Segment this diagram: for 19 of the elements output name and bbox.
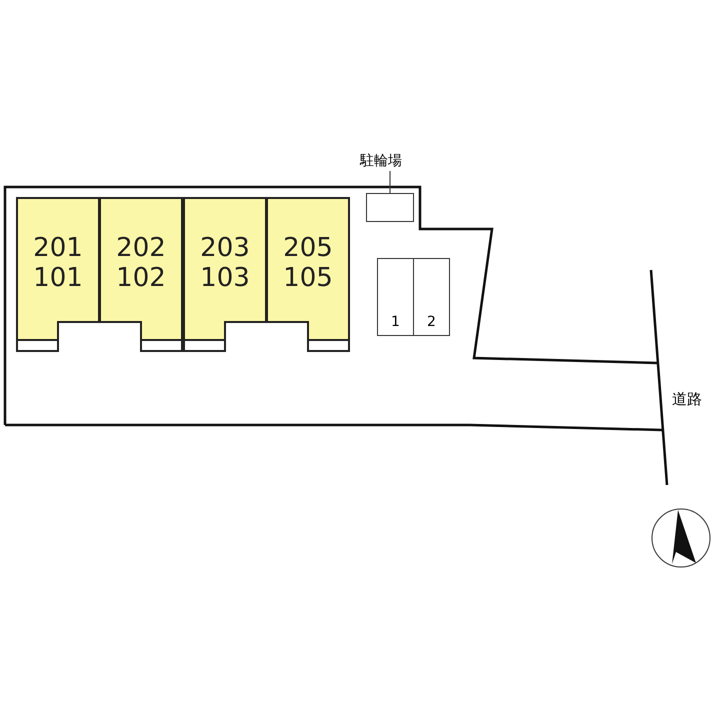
unit-number: 103 xyxy=(199,263,251,293)
parking-space xyxy=(377,258,414,336)
unit-number: 205 xyxy=(282,233,334,263)
space-number: 1 xyxy=(390,314,401,330)
unit-number: 201 xyxy=(32,233,84,263)
unit-number: 203 xyxy=(199,233,251,263)
bike-parking-box xyxy=(366,193,414,222)
apartment-unit xyxy=(266,197,350,353)
road-label: 道路 xyxy=(672,389,702,409)
unit-number: 202 xyxy=(115,233,167,263)
bike-parking-label: 駐輪場 xyxy=(360,152,402,170)
apartment-unit xyxy=(183,197,267,353)
unit-number: 101 xyxy=(32,263,84,293)
space-number: 2 xyxy=(426,314,437,330)
unit-number: 105 xyxy=(282,263,334,293)
unit-number: 102 xyxy=(115,263,167,293)
apartment-unit xyxy=(99,197,183,353)
apartment-unit xyxy=(16,197,100,353)
parking-space xyxy=(413,258,450,336)
